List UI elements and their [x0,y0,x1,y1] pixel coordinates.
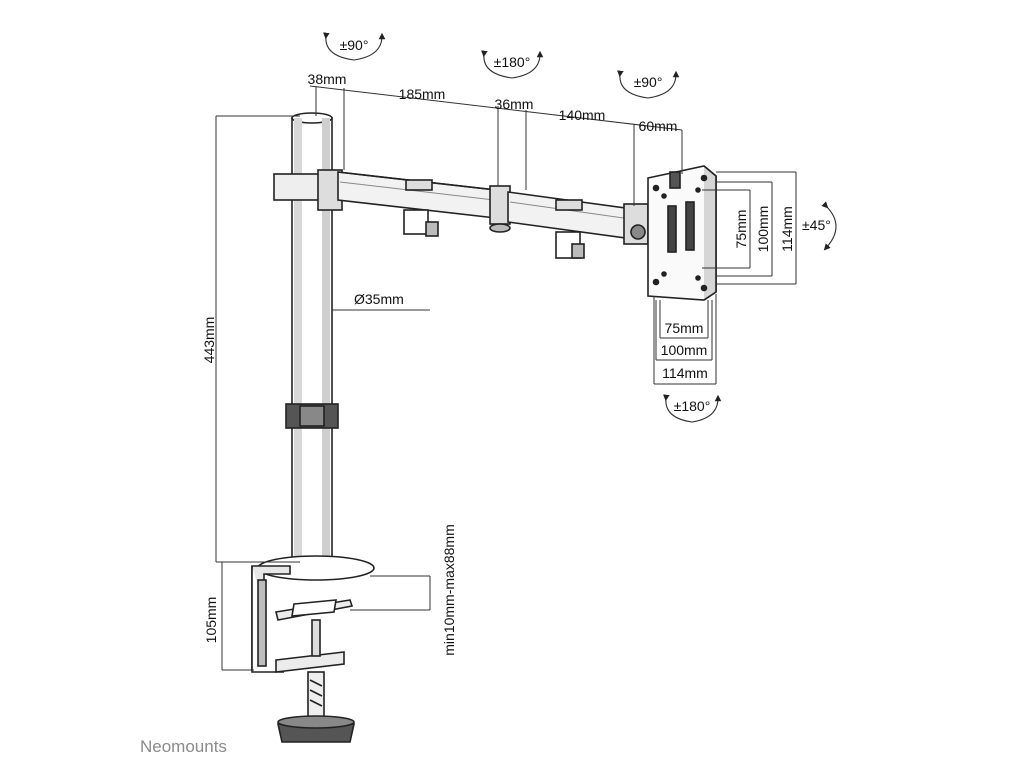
clamp-height-label: 105mm [203,597,219,644]
tilt-label: ±45° [802,217,831,233]
rotation-label-plate: ±180° [674,398,711,414]
vesa-vertical-100mm: 100mm [755,206,771,253]
vesa-plate [647,165,717,301]
pole-diameter-label: Ø35mm [354,291,404,307]
dimension-label-140mm: 140mm [559,107,606,123]
rotation-label-arm-left: ±90° [340,37,369,53]
arm-assembly [273,169,649,259]
rotation-arcs [323,32,837,423]
dimension-label-60mm: 60mm [639,118,678,134]
dimension-label-38mm: 38mm [308,71,347,87]
vesa-vertical-75mm: 75mm [733,210,749,249]
dimension-lines [215,85,797,671]
rotation-label-arm-mid: ±180° [494,54,531,70]
desk-clamp [251,555,375,743]
clamp-range-label: min10mm-max88mm [441,524,457,655]
pole-collar [285,403,339,429]
dimension-label-185mm: 185mm [399,86,446,102]
vesa-horizontal-114mm: 114mm [662,365,708,381]
rotation-label-arm-right: ±90° [634,74,663,90]
vesa-horizontal-75mm: 75mm [665,320,704,336]
dimension-label-36mm: 36mm [495,96,534,112]
brand-logo: Neomounts [140,737,227,756]
vesa-vertical-114mm: 114mm [779,206,795,252]
vesa-horizontal-100mm: 100mm [661,342,708,358]
pole-height-label: 443mm [201,317,217,364]
